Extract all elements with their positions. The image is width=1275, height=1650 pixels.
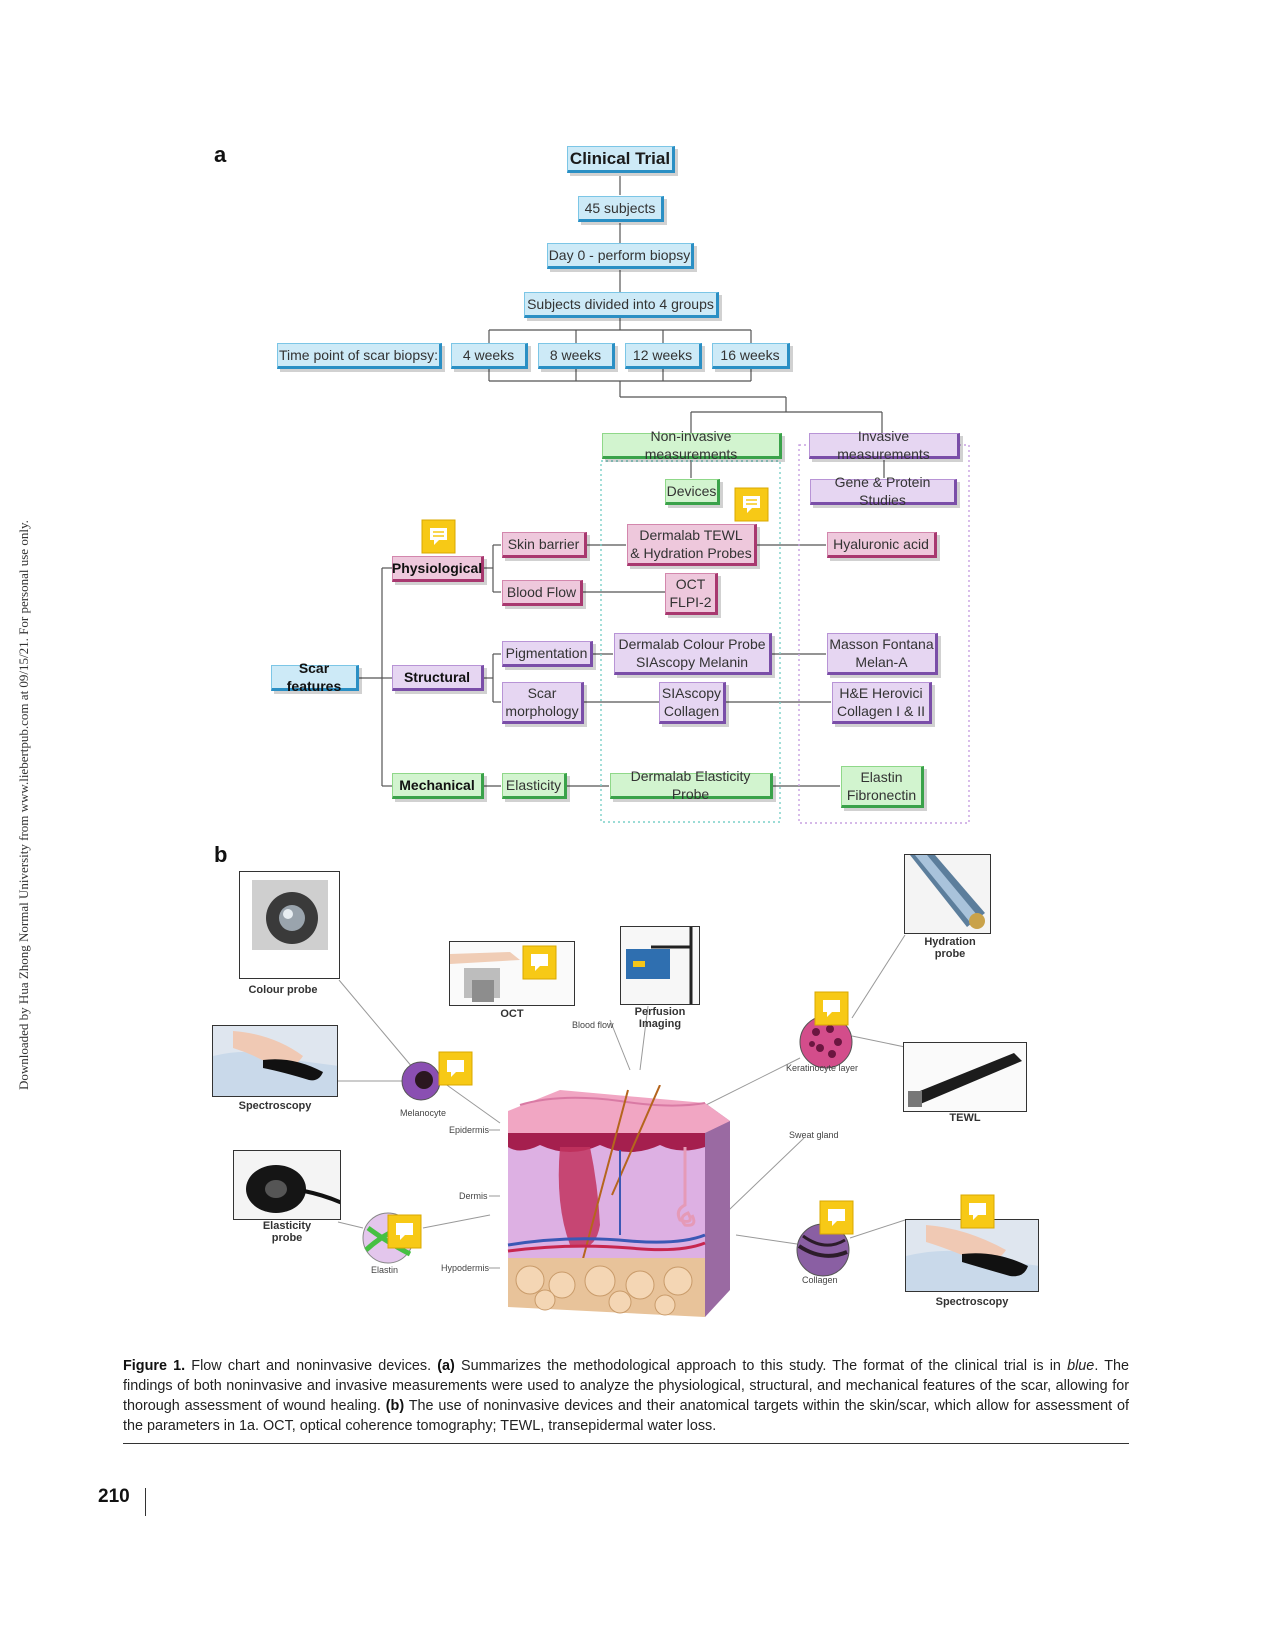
comment-icon[interactable] bbox=[814, 991, 849, 1026]
comment-icon[interactable] bbox=[522, 945, 557, 980]
week-box-12: 12 weeks bbox=[625, 343, 702, 369]
colour-probe-box: Dermalab Colour Probe SIAscopy Melanin bbox=[614, 633, 772, 675]
hydration-probe-photo bbox=[904, 854, 991, 934]
time-point-box: Time point of scar biopsy: bbox=[277, 343, 442, 369]
collagen-circle bbox=[796, 1223, 850, 1277]
caption-label: Figure 1. bbox=[123, 1358, 186, 1374]
melanocyte-label: Melanocyte bbox=[400, 1108, 447, 1118]
caption-b-tag: (b) bbox=[385, 1398, 405, 1414]
masson-box: Masson Fontana Melan-A bbox=[827, 633, 938, 675]
week-box-8: 8 weeks bbox=[538, 343, 615, 369]
spectroscopy-right-photo bbox=[905, 1219, 1039, 1292]
sweat-gland-label: Sweat gland bbox=[789, 1130, 839, 1140]
oct-label: OCT bbox=[500, 1008, 524, 1020]
panel-label-b: b bbox=[214, 842, 228, 867]
caption-a-text2: . The findings of both noninvasive and i… bbox=[123, 1358, 1130, 1414]
spectroscopy-device-icon bbox=[213, 1026, 337, 1096]
scar-morphology-box: Scar morphology bbox=[502, 682, 584, 724]
he-herovici-box: H&E Herovici Collagen I & II bbox=[832, 682, 932, 724]
caption-intro: Flow chart and noninvasive devices. bbox=[185, 1358, 438, 1374]
collagen-label: Collagen bbox=[802, 1275, 838, 1285]
elastin-fibronectin-box: Elastin Fibronectin bbox=[841, 766, 924, 808]
comment-icon[interactable] bbox=[734, 487, 769, 522]
structural-box: Structural bbox=[392, 665, 484, 691]
noninvasive-box: Non-invasive measurements bbox=[602, 428, 782, 462]
keratinocyte-label: Keratinocyte layer bbox=[786, 1063, 859, 1073]
elasticity-device-icon bbox=[234, 1151, 340, 1219]
comment-icon[interactable] bbox=[421, 519, 456, 554]
spectroscopy-left-label: Spectroscopy bbox=[238, 1100, 312, 1112]
flowchart-connectors bbox=[359, 176, 970, 824]
epidermis-label: Epidermis bbox=[449, 1125, 490, 1135]
blood-flow-box: Blood Flow bbox=[502, 580, 583, 606]
skin-cross-section bbox=[507, 1085, 730, 1317]
physiological-box: Physiological bbox=[392, 556, 484, 582]
keratinocyte-circle bbox=[799, 1015, 853, 1069]
groups-box: Subjects divided into 4 groups bbox=[524, 292, 719, 318]
siascopy-collagen-box: SIAscopy Collagen bbox=[659, 682, 726, 724]
caption-a-text: Summarizes the methodological approach t… bbox=[454, 1358, 1068, 1374]
subjects-box: 45 subjects bbox=[578, 196, 664, 222]
page-number-divider bbox=[145, 1488, 146, 1516]
clinical-trial-box: Clinical Trial bbox=[567, 146, 675, 173]
caption-rule bbox=[123, 1443, 1129, 1444]
scar-features-box: Scar features bbox=[271, 660, 359, 694]
panel-label-a: a bbox=[214, 142, 227, 167]
week-box-4: 4 weeks bbox=[451, 343, 528, 369]
elasticity-probe-photo bbox=[233, 1150, 341, 1220]
tewl-label: TEWL bbox=[949, 1112, 981, 1124]
invasive-box: Invasive measurements bbox=[809, 428, 960, 462]
colour-probe-label: Colour probe bbox=[248, 984, 318, 996]
perfusion-label: Perfusion Imaging bbox=[634, 1006, 686, 1030]
gene-protein-box: Gene & Protein Studies bbox=[810, 474, 957, 508]
melanocyte-circle bbox=[401, 1061, 441, 1101]
spectroscopy-left-photo bbox=[212, 1025, 338, 1097]
blood-flow-label: Blood flow bbox=[572, 1020, 614, 1030]
tewl-photo bbox=[903, 1042, 1027, 1112]
hyaluronic-box: Hyaluronic acid bbox=[827, 532, 937, 558]
oct-flpi-box: OCT FLPI-2 bbox=[665, 573, 718, 615]
tewl-probe-icon bbox=[904, 1043, 1026, 1111]
comment-icon[interactable] bbox=[960, 1194, 995, 1229]
comment-icon[interactable] bbox=[819, 1200, 854, 1235]
caption-a-tag: (a) bbox=[437, 1358, 455, 1374]
elasticity-probe-box: Dermalab Elasticity Probe bbox=[610, 768, 773, 802]
week-box-16: 16 weeks bbox=[712, 343, 790, 369]
day0-box: Day 0 - perform biopsy bbox=[547, 243, 694, 269]
comment-icon[interactable] bbox=[438, 1051, 473, 1086]
spectroscopy-device-icon bbox=[906, 1220, 1038, 1291]
comment-icon[interactable] bbox=[387, 1214, 422, 1249]
elasticity-box: Elasticity bbox=[502, 773, 567, 799]
pigmentation-box: Pigmentation bbox=[502, 641, 593, 667]
hydration-probe-icon bbox=[905, 855, 990, 933]
hydration-probe-label: Hydration probe bbox=[924, 936, 976, 960]
figure-caption: Figure 1. Flow chart and noninvasive dev… bbox=[123, 1356, 1129, 1436]
mechanical-box: Mechanical bbox=[392, 773, 484, 799]
page-number: 210 bbox=[98, 1486, 130, 1507]
hypodermis-label: Hypodermis bbox=[441, 1263, 490, 1273]
skin-barrier-box: Skin barrier bbox=[502, 532, 587, 558]
caption-blue-word: blue bbox=[1067, 1358, 1095, 1374]
camera-probe-icon bbox=[252, 880, 328, 950]
dermis-label: Dermis bbox=[459, 1191, 488, 1201]
elastin-label: Elastin bbox=[371, 1265, 399, 1275]
tewl-hydration-box: Dermalab TEWL & Hydration Probes bbox=[627, 524, 757, 566]
colour-probe-photo bbox=[239, 871, 340, 979]
elasticity-probe-label: Elasticity probe bbox=[262, 1220, 312, 1244]
devices-box: Devices bbox=[665, 479, 720, 505]
perfusion-imager-icon bbox=[621, 927, 699, 1004]
perfusion-photo bbox=[620, 926, 700, 1005]
caption-b-text: The use of noninvasive devices and their… bbox=[123, 1398, 1129, 1434]
spectroscopy-right-label: Spectroscopy bbox=[935, 1296, 1009, 1308]
